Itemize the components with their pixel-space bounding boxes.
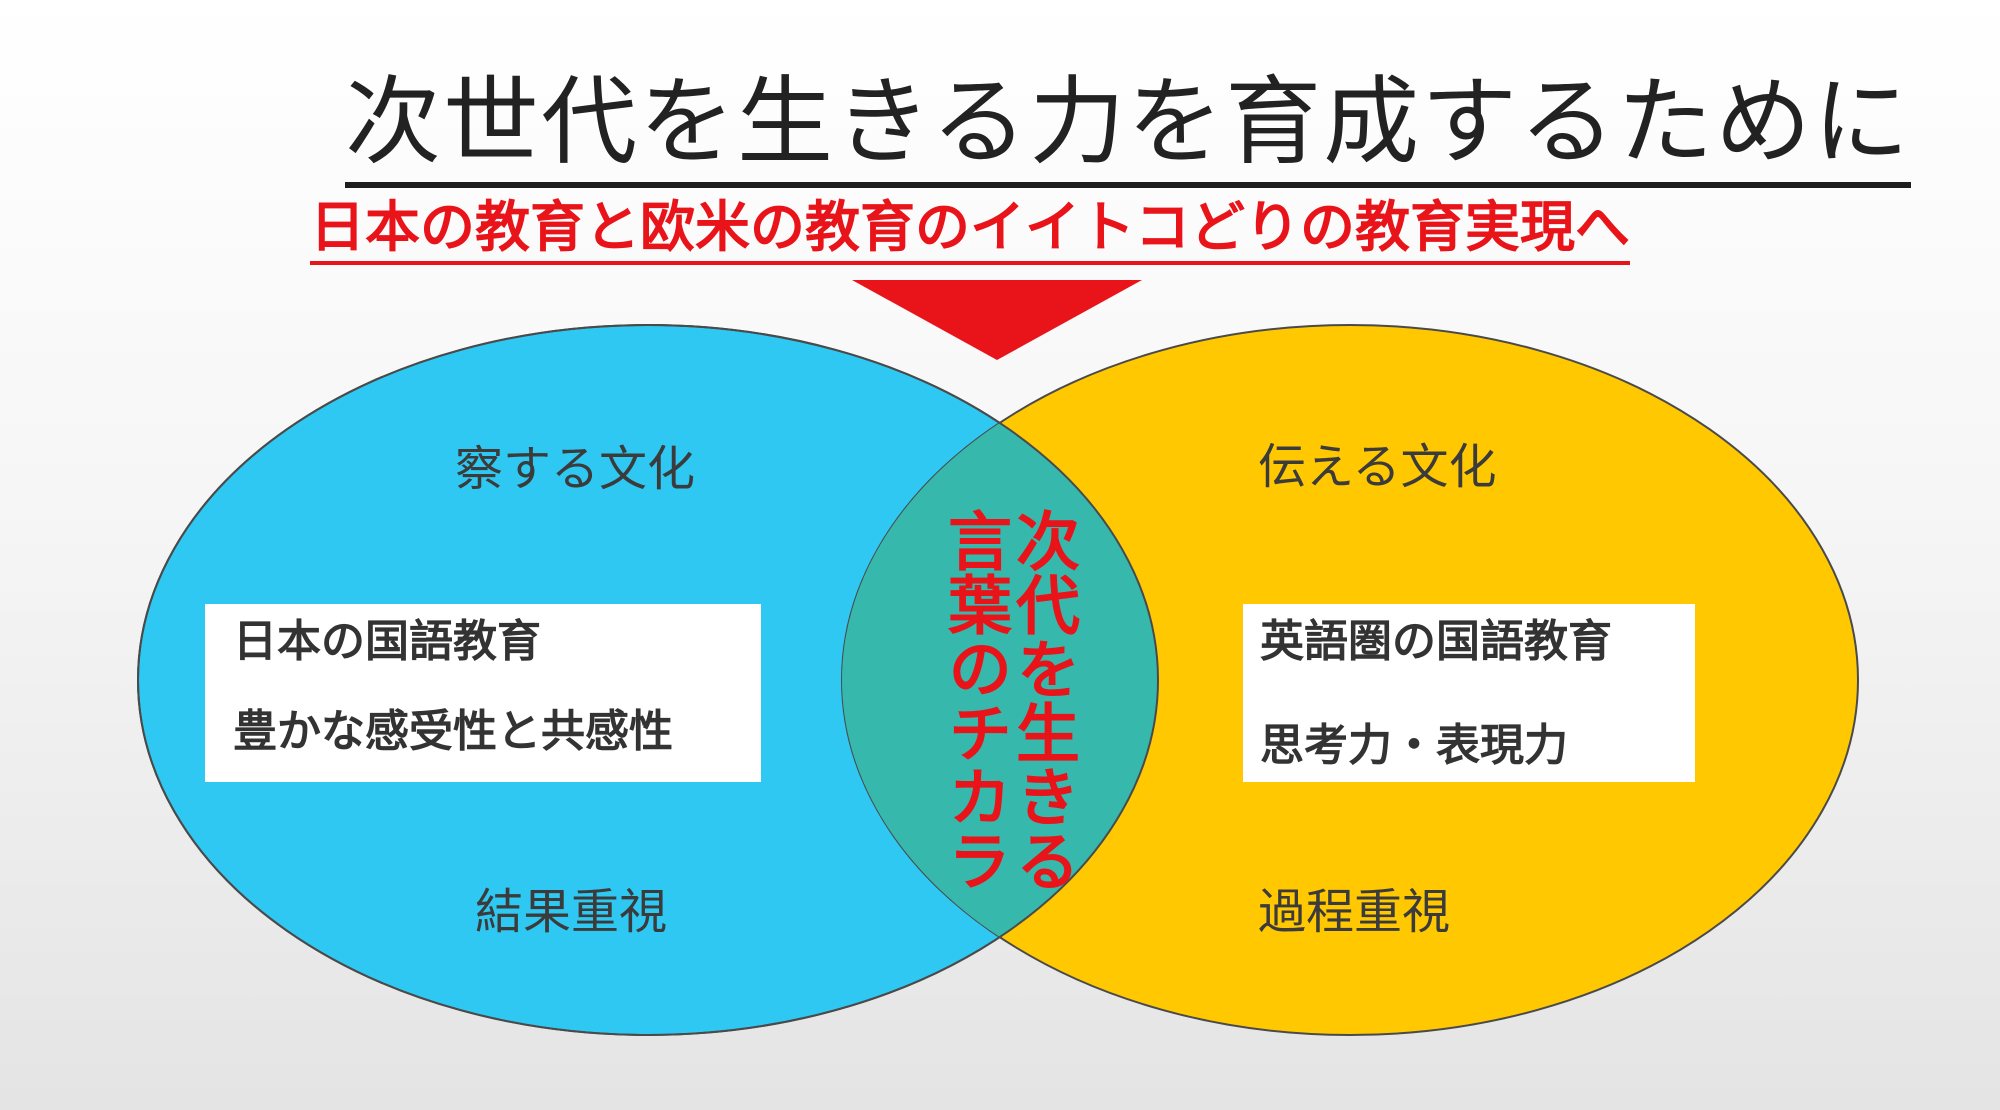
right-footer: 過程重視 [1258, 884, 1451, 940]
left-box-line-2: 豊かな感受性と共感性 [233, 706, 673, 757]
subtitle: 日本の教育と欧米の教育のイイトコどりの教育実現へ [310, 200, 1631, 265]
right-box-line-2: 思考力・表現力 [1260, 720, 1568, 771]
left-footer: 結果重視 [475, 884, 668, 940]
left-circle-outline [137, 324, 1159, 1036]
right-text-box: 英語圏の国語教育 思考力・表現力 [1243, 604, 1695, 782]
left-box-line-1: 日本の国語教育 [233, 616, 541, 667]
down-arrow [852, 280, 1142, 360]
page-title: 次世代を生きる力を育成するために [345, 74, 1912, 188]
right-box-line-1: 英語圏の国語教育 [1260, 616, 1612, 667]
center-phrase-line-1: 次代を生きる [1005, 508, 1079, 892]
center-phrase-line-2: 言葉のチカラ [937, 508, 1011, 892]
right-heading: 伝える文化 [1258, 439, 1497, 495]
left-heading: 察する文化 [455, 441, 696, 497]
left-text-box: 日本の国語教育 豊かな感受性と共感性 [205, 604, 761, 782]
